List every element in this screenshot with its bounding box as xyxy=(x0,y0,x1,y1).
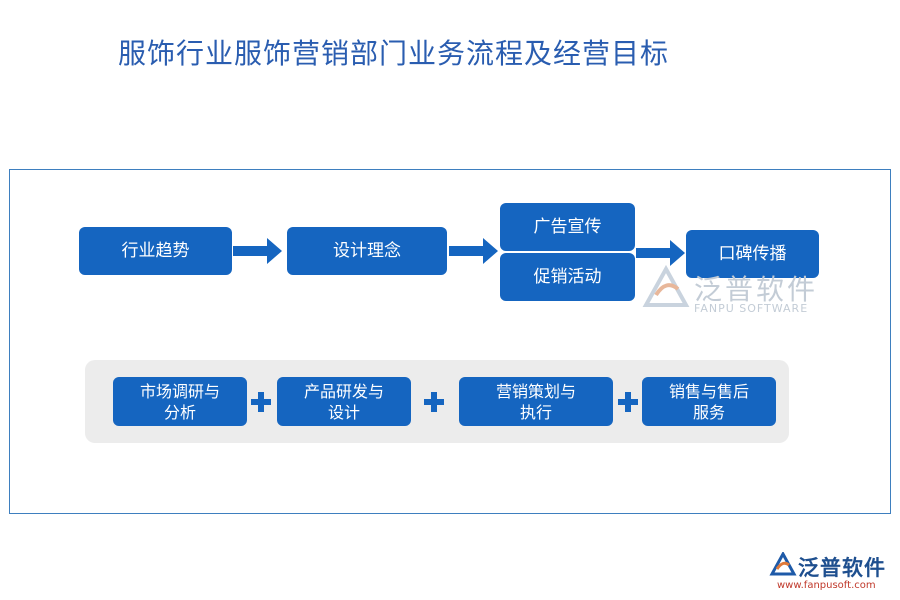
fanpu-watermark-logo-icon xyxy=(642,265,690,307)
flow-step-promotion: 促销活动 xyxy=(500,253,635,301)
arrow-icon xyxy=(636,240,685,266)
flow-step-design-concept: 设计理念 xyxy=(287,227,447,275)
goal-sales-service: 销售与售后 服务 xyxy=(642,377,776,426)
watermark-brand-en: FANPU SOFTWARE xyxy=(694,302,809,315)
plus-icon xyxy=(618,392,638,412)
arrow-icon xyxy=(233,238,282,264)
flow-step-industry-trend: 行业趋势 xyxy=(79,227,232,275)
goal-product-development: 产品研发与 设计 xyxy=(277,377,411,426)
flow-step-advertising: 广告宣传 xyxy=(500,203,635,251)
diagram-frame xyxy=(9,169,891,514)
plus-icon xyxy=(424,392,444,412)
page-title: 服饰行业服饰营销部门业务流程及经营目标 xyxy=(118,37,670,70)
goal-marketing-planning: 营销策划与 执行 xyxy=(459,377,613,426)
arrow-icon xyxy=(449,238,498,264)
watermark-brand-cn: 泛普软件 xyxy=(694,273,819,306)
flow-step-word-of-mouth: 口碑传播 xyxy=(686,230,819,278)
fanpu-logo-icon xyxy=(769,552,797,576)
goal-market-research: 市场调研与 分析 xyxy=(113,377,247,426)
footer-brand-cn: 泛普软件 xyxy=(798,556,886,580)
footer-url: www.fanpusoft.com xyxy=(777,580,876,591)
plus-icon xyxy=(251,392,271,412)
